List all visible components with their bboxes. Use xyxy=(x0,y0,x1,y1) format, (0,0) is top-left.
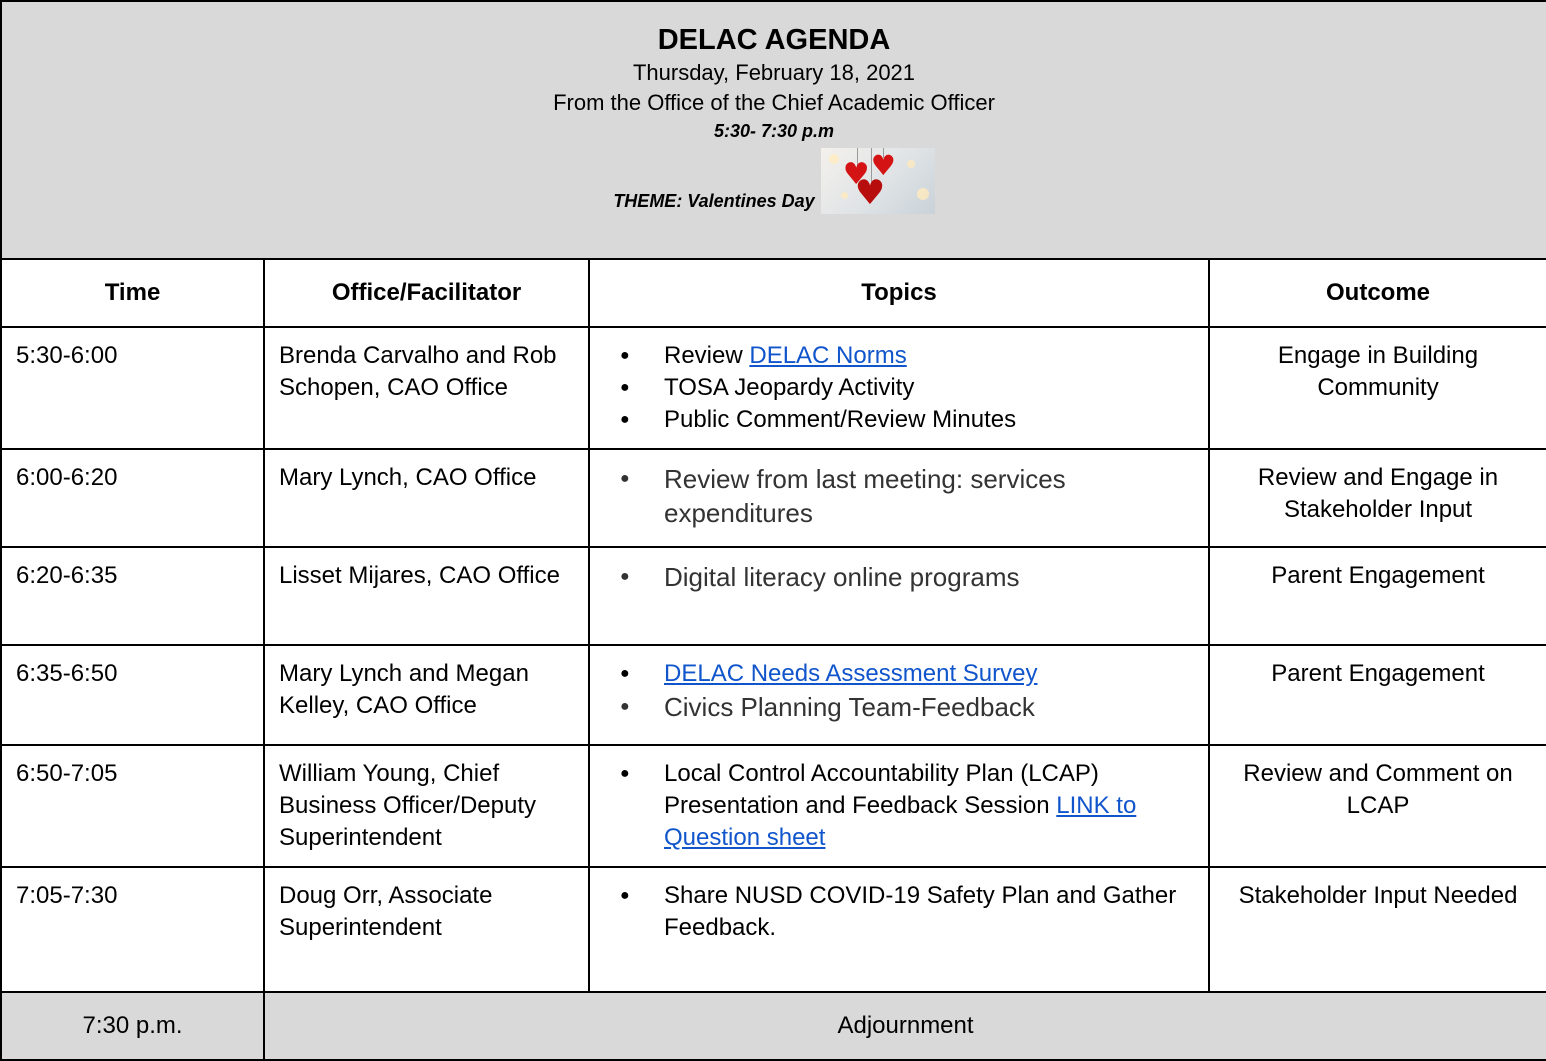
row-time: 5:30-6:00 xyxy=(0,326,265,450)
column-header-time: Time xyxy=(0,258,265,328)
topic-text: Review xyxy=(664,342,750,369)
adjournment-row: 7:30 p.m. Adjournment xyxy=(0,991,1546,1061)
topic-item: Public Comment/Review Minutes xyxy=(604,404,1194,436)
row-facilitator: Brenda Carvalho and Rob Schopen, CAO Off… xyxy=(263,326,590,450)
table-row: 5:30-6:00 Brenda Carvalho and Rob Schope… xyxy=(0,326,1546,450)
row-time: 6:00-6:20 xyxy=(0,448,265,548)
column-header-topics: Topics xyxy=(588,258,1210,328)
row-time: 6:50-7:05 xyxy=(0,744,265,868)
row-outcome: Parent Engagement xyxy=(1207,546,1546,646)
meeting-theme: THEME: Valentines Day xyxy=(613,191,815,211)
delac-norms-link[interactable]: DELAC Norms xyxy=(749,342,907,369)
needs-assessment-survey-link[interactable]: DELAC Needs Assessment Survey xyxy=(664,660,1038,687)
question-sheet-link[interactable]: LINK to Question sheet xyxy=(664,792,1137,851)
theme-line: THEME: Valentines Day ♥ ♥ ♥ xyxy=(12,148,1536,214)
row-topics: Share NUSD COVID-19 Safety Plan and Gath… xyxy=(588,866,1210,993)
topic-text: Local Control Accountability Plan (LCAP)… xyxy=(664,760,1099,819)
meeting-time: 5:30- 7:30 p.m xyxy=(713,121,835,141)
topic-item: Review DELAC Norms xyxy=(604,340,1194,372)
table-row: 6:20-6:35 Lisset Mijares, CAO Office Dig… xyxy=(0,546,1546,646)
topic-item: Civics Planning Team-Feedback xyxy=(604,690,1194,724)
column-header-facilitator: Office/Facilitator xyxy=(263,258,590,328)
row-facilitator: William Young, Chief Business Officer/De… xyxy=(263,744,590,868)
adjournment-time: 7:30 p.m. xyxy=(0,991,265,1061)
topic-item: DELAC Needs Assessment Survey xyxy=(604,658,1194,690)
table-row: 6:35-6:50 Mary Lynch and Megan Kelley, C… xyxy=(0,644,1546,746)
row-topics: Local Control Accountability Plan (LCAP)… xyxy=(588,744,1210,868)
topic-item: TOSA Jeopardy Activity xyxy=(604,372,1194,404)
row-facilitator: Doug Orr, Associate Superintendent xyxy=(263,866,590,993)
table-row: 6:00-6:20 Mary Lynch, CAO Office Review … xyxy=(0,448,1546,548)
topic-item: Local Control Accountability Plan (LCAP)… xyxy=(604,758,1194,854)
row-facilitator: Lisset Mijares, CAO Office xyxy=(263,546,590,646)
row-time: 7:05-7:30 xyxy=(0,866,265,993)
column-header-outcome: Outcome xyxy=(1207,258,1546,328)
table-row: 6:50-7:05 William Young, Chief Business … xyxy=(0,744,1546,868)
agenda-header-row: DELAC AGENDA Thursday, February 18, 2021… xyxy=(0,0,1546,260)
topic-text: Review from last meeting: services expen… xyxy=(664,464,1066,528)
topic-item: Share NUSD COVID-19 Safety Plan and Gath… xyxy=(604,880,1194,944)
row-outcome: Parent Engagement xyxy=(1207,644,1546,746)
topic-text: TOSA Jeopardy Activity xyxy=(664,374,915,401)
meeting-date: Thursday, February 18, 2021 xyxy=(632,60,916,85)
row-topics: Digital literacy online programs xyxy=(588,546,1210,646)
topic-text: Public Comment/Review Minutes xyxy=(664,406,1017,433)
agenda-header: DELAC AGENDA Thursday, February 18, 2021… xyxy=(0,0,1546,260)
table-row: 7:05-7:30 Doug Orr, Associate Superinten… xyxy=(0,866,1546,993)
row-outcome: Review and Comment on LCAP xyxy=(1207,744,1546,868)
topic-text: Share NUSD COVID-19 Safety Plan and Gath… xyxy=(664,882,1177,941)
row-outcome: Engage in Building Community xyxy=(1207,326,1546,450)
row-topics: Review DELAC Norms TOSA Jeopardy Activit… xyxy=(588,326,1210,450)
row-topics: DELAC Needs Assessment Survey Civics Pla… xyxy=(588,644,1210,746)
row-outcome: Stakeholder Input Needed xyxy=(1207,866,1546,993)
meeting-office: From the Office of the Chief Academic Of… xyxy=(553,90,995,115)
topic-item: Digital literacy online programs xyxy=(604,560,1194,594)
column-header-row: Time Office/Facilitator Topics Outcome xyxy=(0,258,1546,328)
row-topics: Review from last meeting: services expen… xyxy=(588,448,1210,548)
topic-text: Digital literacy online programs xyxy=(664,562,1020,592)
topic-text: Civics Planning Team-Feedback xyxy=(664,692,1035,722)
row-facilitator: Mary Lynch, CAO Office xyxy=(263,448,590,548)
topic-item: Review from last meeting: services expen… xyxy=(604,462,1194,530)
adjournment-label: Adjournment xyxy=(262,991,1546,1061)
hearts-image-icon: ♥ ♥ ♥ xyxy=(820,148,935,214)
row-facilitator: Mary Lynch and Megan Kelley, CAO Office xyxy=(263,644,590,746)
row-outcome: Review and Engage in Stakeholder Input xyxy=(1207,448,1546,548)
agenda-title: DELAC AGENDA xyxy=(657,24,891,56)
row-time: 6:35-6:50 xyxy=(0,644,265,746)
row-time: 6:20-6:35 xyxy=(0,546,265,646)
